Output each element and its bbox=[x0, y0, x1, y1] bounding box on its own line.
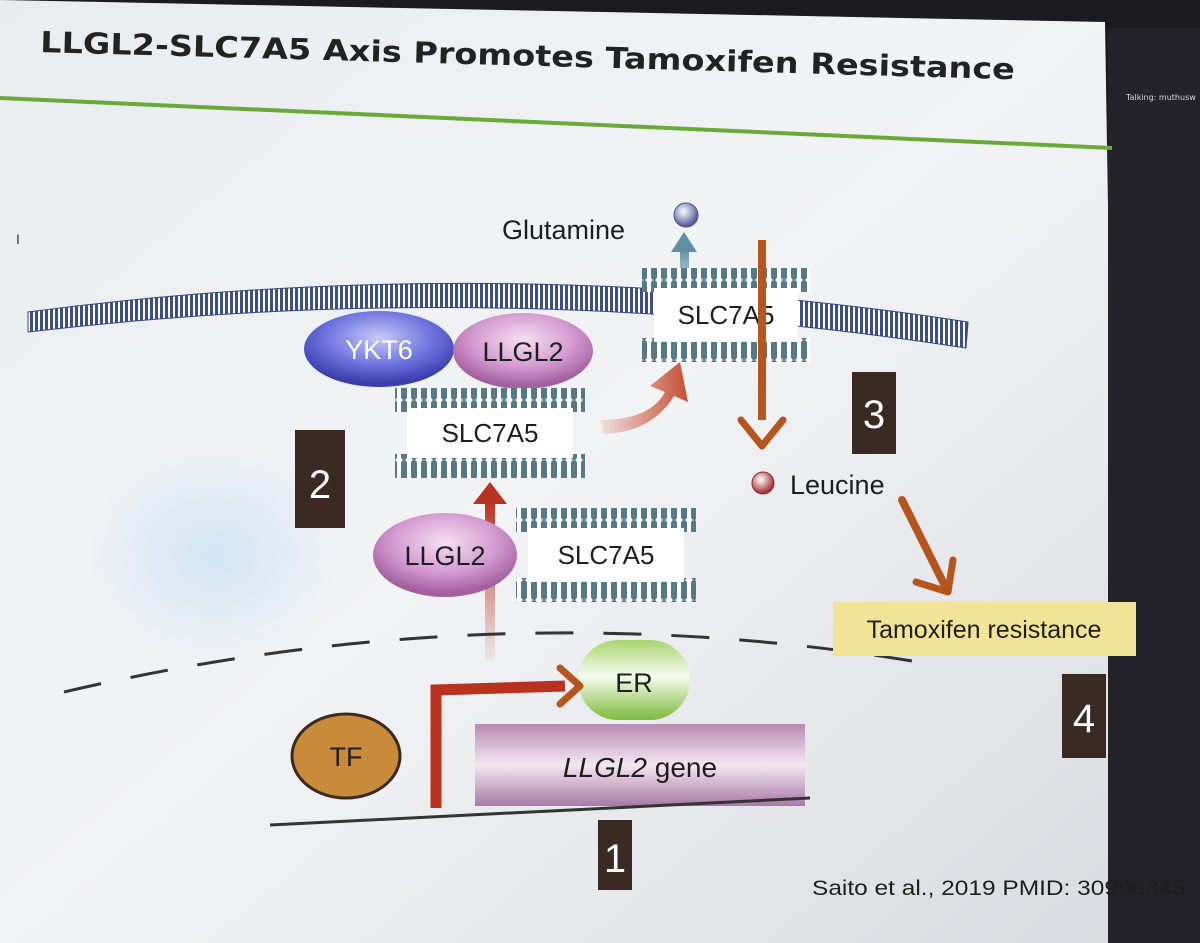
projector-glow bbox=[85, 445, 345, 665]
leucine-label: Leucine bbox=[790, 470, 885, 500]
llgl2-bottom-label: LLGL2 bbox=[404, 541, 485, 571]
slc7a5-complex-transporter: SLC7A5 bbox=[395, 388, 585, 478]
slc7a5-complex-label: SLC7A5 bbox=[442, 418, 539, 448]
er-label: ER bbox=[615, 668, 653, 698]
slc7a5-membrane-transporter: SLC7A5 bbox=[642, 268, 810, 362]
tf-protein bbox=[290, 712, 402, 800]
ykt6-protein bbox=[304, 311, 454, 387]
trafficking-curved-arrow bbox=[600, 362, 688, 434]
slc7a5-free-transporter: SLC7A5 bbox=[516, 508, 696, 602]
er-protein bbox=[578, 640, 690, 720]
citation: Saito et al., 2019 PMID: 30996345 bbox=[812, 877, 1186, 900]
step-2-box: 2 bbox=[295, 430, 345, 528]
step-4-box: 4 bbox=[1062, 674, 1106, 758]
leucine-molecule-icon bbox=[751, 471, 775, 495]
step-1-box: 1 bbox=[598, 820, 632, 890]
llgl2-gene-bar bbox=[475, 724, 805, 806]
llgl2-gene-label: LLGL2 gene bbox=[563, 752, 717, 783]
tamoxifen-resistance-box bbox=[833, 602, 1136, 656]
leucine-to-resistance-arrow-head bbox=[912, 556, 957, 596]
tf-label: TF bbox=[330, 742, 363, 772]
title-underline bbox=[0, 96, 1113, 150]
glutamine-molecule-icon bbox=[673, 202, 699, 228]
step-2-label: 2 bbox=[309, 463, 331, 507]
llgl2-top-label: LLGL2 bbox=[482, 337, 563, 367]
glutamine-label: Glutamine bbox=[502, 215, 625, 245]
llgl2-protein-top bbox=[453, 313, 593, 389]
nuclear-envelope-dashed bbox=[63, 631, 931, 694]
transcription-start-arrow-head bbox=[556, 664, 584, 708]
expression-upward-arrow-head bbox=[473, 482, 507, 504]
ykt6-label: YKT6 bbox=[345, 335, 413, 365]
meeting-sidebar bbox=[1108, 28, 1200, 943]
transcription-start-arrow bbox=[430, 680, 566, 808]
step-4-label: 4 bbox=[1073, 697, 1095, 741]
llgl2-gene-label-rest: gene bbox=[647, 752, 717, 783]
slc7a5-free-label: SLC7A5 bbox=[558, 540, 655, 570]
llgl2-protein-bottom bbox=[373, 513, 517, 597]
stray-mark: I bbox=[16, 231, 20, 247]
leucine-influx-arrow-shaft bbox=[758, 240, 766, 420]
tamoxifen-resistance-label: Tamoxifen resistance bbox=[867, 616, 1102, 644]
glutamine-efflux-arrow-head bbox=[671, 232, 697, 252]
step-1-label: 1 bbox=[604, 837, 626, 881]
leucine-to-resistance-arrow-shaft bbox=[898, 496, 948, 588]
meeting-banner: Talking: muthusw bbox=[1125, 93, 1196, 102]
step-3-box: 3 bbox=[852, 372, 896, 454]
leucine-influx-arrow-head bbox=[737, 416, 787, 450]
llgl2-gene-label-italic: LLGL2 bbox=[563, 752, 647, 783]
step-3-label: 3 bbox=[863, 393, 885, 437]
dna-line bbox=[269, 796, 811, 827]
